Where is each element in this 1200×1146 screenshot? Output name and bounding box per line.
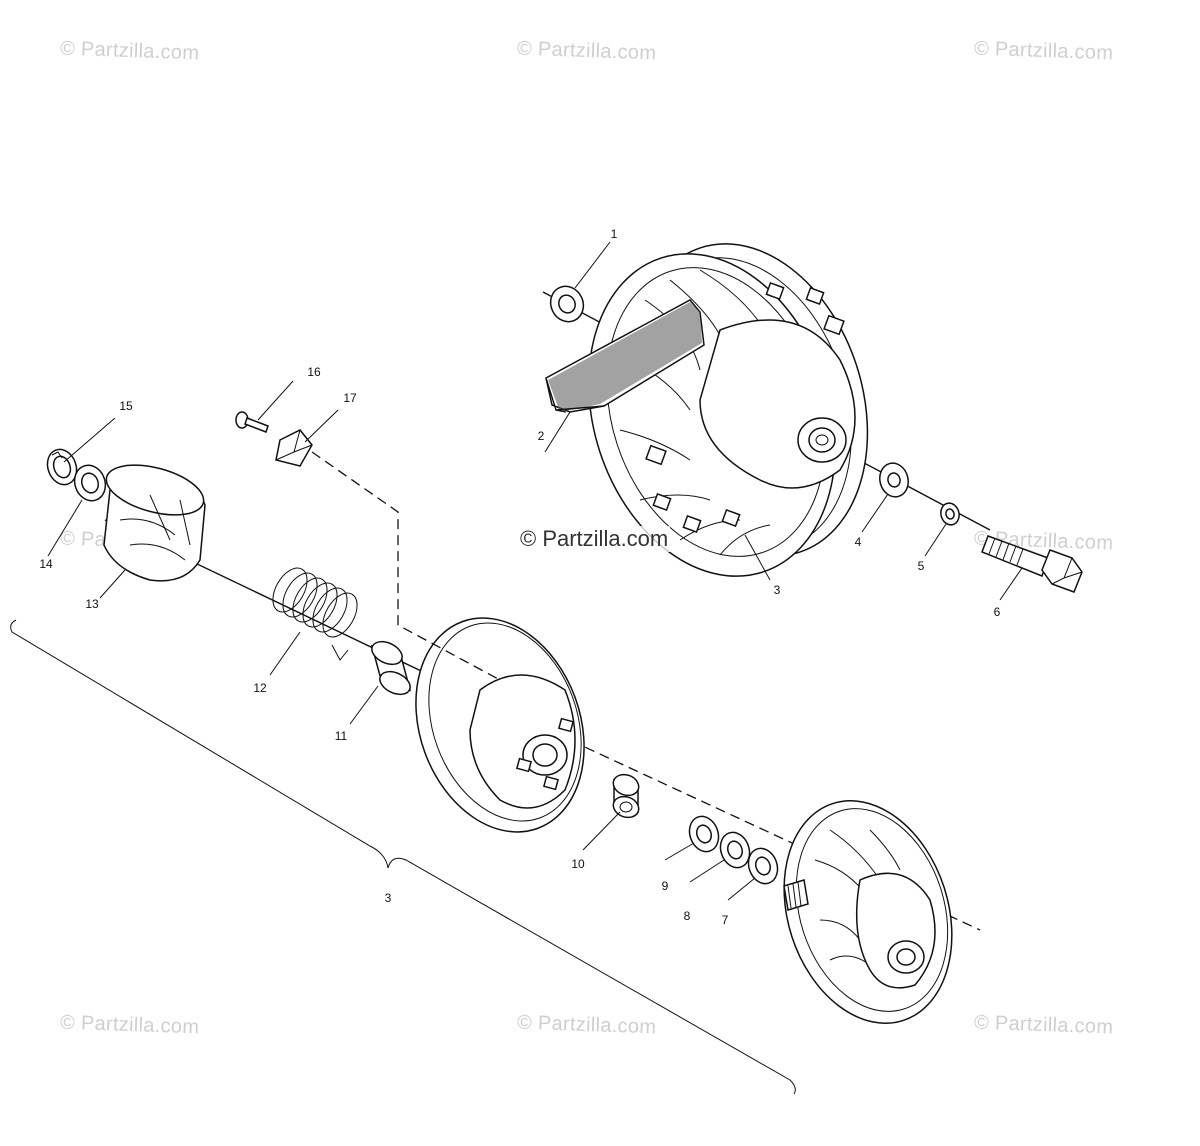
callout-12: 12 <box>253 681 267 695</box>
washer-9 <box>688 815 720 853</box>
washer-1 <box>549 285 585 323</box>
slider-button-17 <box>275 429 313 467</box>
callout-11: 11 <box>335 729 348 743</box>
lock-washer-5 <box>940 502 960 526</box>
washer-7 <box>747 847 779 885</box>
callout-9: 9 <box>662 879 669 893</box>
moveable-sheave <box>415 617 585 833</box>
callout-5: 5 <box>918 559 925 573</box>
callout-3-assembly: 3 <box>385 891 392 905</box>
callout-14: 14 <box>39 557 53 571</box>
callout-1: 1 <box>611 227 618 241</box>
watermark-center: © Partzilla.com <box>518 526 671 552</box>
bushing-11 <box>370 640 412 696</box>
bushing-10 <box>612 773 640 819</box>
callout-6: 6 <box>994 605 1001 619</box>
callout-8: 8 <box>684 909 691 923</box>
helix-cam-13 <box>103 464 206 582</box>
bolt-6 <box>981 535 1083 593</box>
callout-13: 13 <box>85 597 99 611</box>
assembly-bracket <box>10 619 796 1095</box>
callout-7: 7 <box>722 913 729 927</box>
callout-10: 10 <box>571 857 585 871</box>
callout-16: 16 <box>307 365 321 379</box>
sheave-assembly-upper <box>542 243 991 577</box>
callout-15: 15 <box>119 399 133 413</box>
snap-ring-15 <box>46 448 78 486</box>
spring-12 <box>272 567 358 661</box>
callout-17: 17 <box>343 391 357 405</box>
washer-4 <box>879 462 909 498</box>
callout-3: 3 <box>774 583 781 597</box>
screw-16 <box>235 411 269 433</box>
washer-8 <box>719 831 751 869</box>
fixed-sheave <box>783 800 953 1024</box>
callout-4: 4 <box>855 535 862 549</box>
callout-2: 2 <box>538 429 545 443</box>
washer-14 <box>73 464 107 502</box>
